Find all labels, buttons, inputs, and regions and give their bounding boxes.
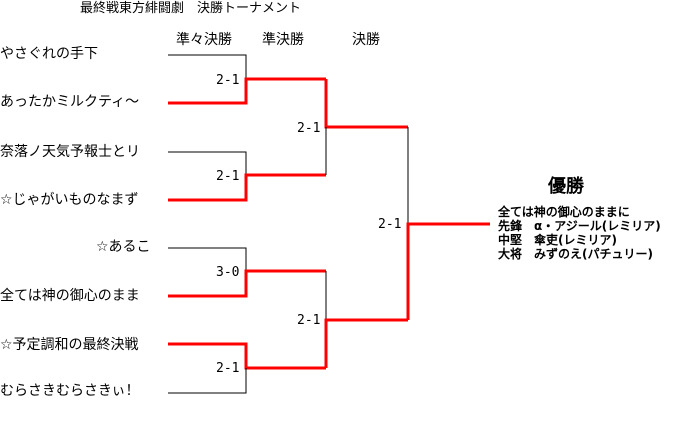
team-name: あったかミルクティ～ <box>0 94 140 110</box>
team-name: むらさきむらさきぃ！ <box>0 383 140 399</box>
champion-team: 全ては神の御心のままに <box>498 205 630 219</box>
champion-member: 大将 みずのえ(パチュリー) <box>498 247 653 261</box>
match-score: 2-1 <box>378 217 402 232</box>
match-score: 2-1 <box>297 121 321 136</box>
bracket-line-winner <box>324 318 408 368</box>
team-name: 奈落ノ天気予報士とリ <box>0 144 140 160</box>
bracket-line-winner <box>168 269 326 298</box>
team-name: ☆あるこ <box>96 239 151 255</box>
page-title: 最終戦東方緋闘劇 決勝トーナメント <box>80 1 302 16</box>
bracket-line-winner <box>168 77 326 105</box>
match-score: 2-1 <box>216 169 240 184</box>
bracket-line <box>168 247 247 271</box>
match-score: 2-1 <box>216 361 240 376</box>
team-name: ☆予定調和の最終決戦 <box>0 337 139 353</box>
champion-member: 先鋒 α・アジール(レミリア) <box>498 219 661 233</box>
bracket-line-winner <box>406 222 490 320</box>
bracket-line-winner <box>324 79 408 129</box>
round-label-quarterfinal: 準々決勝 <box>176 32 232 48</box>
match-score: 3-0 <box>216 265 240 280</box>
champion-member: 中堅 傘吏(レミリア) <box>498 233 617 247</box>
match-score: 2-1 <box>216 73 240 88</box>
bracket-line <box>168 368 247 394</box>
bracket-line <box>168 54 247 78</box>
bracket-line-winner <box>168 342 326 370</box>
round-label-semifinal: 準決勝 <box>262 32 304 48</box>
team-name: 全ては神の御心のまま <box>0 288 140 304</box>
bracket-line-winner <box>168 173 326 202</box>
team-name: ☆じゃがいものなまず <box>0 192 139 208</box>
team-name: やさぐれの手下 <box>0 46 98 62</box>
champion-heading: 優勝 <box>548 176 584 197</box>
round-label-final: 決勝 <box>352 32 380 48</box>
match-score: 2-1 <box>297 313 321 328</box>
bracket-line <box>168 151 247 175</box>
